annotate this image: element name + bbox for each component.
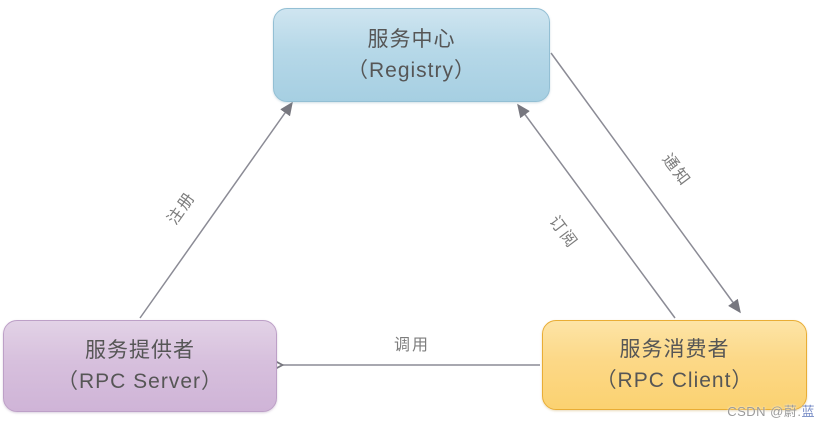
node-registry-subtitle: （Registry） — [346, 59, 477, 82]
watermark-suffix: 蓝 — [801, 404, 815, 419]
node-provider: 服务提供者 （RPC Server） — [3, 320, 277, 412]
edge-label-invoke: 调用 — [393, 337, 431, 354]
csdn-watermark: CSDN @蔚.蓝 — [727, 401, 815, 420]
node-consumer-title: 服务消费者 — [619, 338, 730, 361]
edge-subscribe-line — [517, 103, 676, 319]
edge-register-line — [139, 101, 293, 319]
node-provider-title: 服务提供者 — [85, 339, 195, 362]
node-consumer-subtitle: （RPC Client） — [595, 369, 754, 392]
node-registry-title: 服务中心 — [367, 28, 456, 51]
node-consumer: 服务消费者 （RPC Client） — [542, 320, 807, 410]
node-provider-subtitle: （RPC Server） — [56, 370, 224, 393]
edge-notify-line — [550, 52, 741, 314]
watermark-prefix: CSDN @蔚. — [727, 404, 802, 419]
node-registry: 服务中心 （Registry） — [273, 8, 550, 102]
